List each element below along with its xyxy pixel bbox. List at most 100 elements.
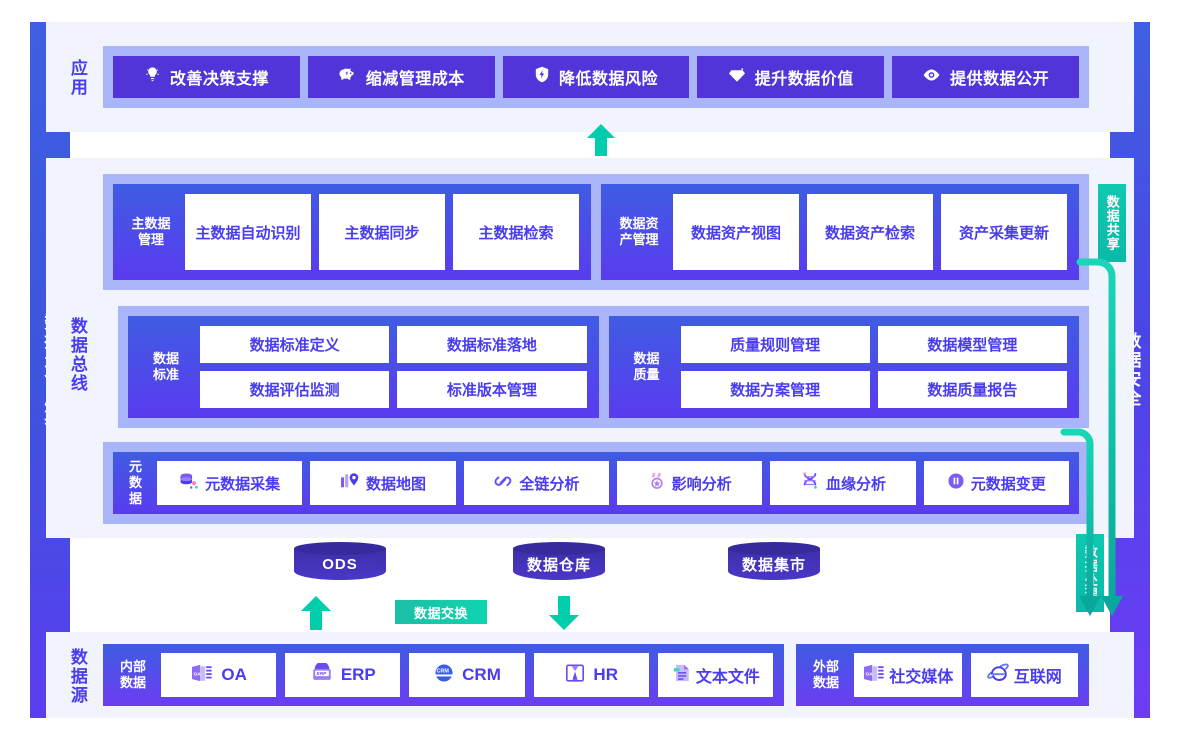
tile-data-asset-view[interactable]: 数据资产视图 xyxy=(673,194,799,270)
src-tile-text-file[interactable]: 文本文件 xyxy=(657,653,774,697)
src-tile-social-media[interactable]: OA 社交媒体 xyxy=(854,653,962,697)
src-tile-label: HR xyxy=(593,665,618,684)
hr-icon xyxy=(564,663,586,688)
svg-text:CRM: CRM xyxy=(437,668,450,674)
shield-icon xyxy=(534,66,550,88)
src-tile-crm[interactable]: CRM CRM xyxy=(409,653,525,697)
app-chip-label: 提供数据公开 xyxy=(950,71,1050,88)
external-data-source-group: 外部 数据 OA 社交媒体 互联网 xyxy=(796,644,1089,706)
tile-data-map[interactable]: 数据地图 xyxy=(310,461,456,505)
application-chip-band: 改善决策支撑 缩减管理成本 降低数据风险 提升数据价值 提供数据公开 xyxy=(103,46,1089,108)
tile-data-quality-report[interactable]: 数据质量报告 xyxy=(877,371,1067,408)
group-title: 数据 质量 xyxy=(633,350,660,382)
app-chip-data-openness[interactable]: 提供数据公开 xyxy=(892,56,1079,98)
app-chip-risk-reduction[interactable]: 降低数据风险 xyxy=(502,56,690,98)
svg-text:ERP: ERP xyxy=(316,671,327,677)
data-flow-arrows xyxy=(1060,250,1140,645)
external-data-title: 外部 数据 xyxy=(812,658,839,690)
app-chip-label: 降低数据风险 xyxy=(558,71,658,88)
tile-asset-collect-update[interactable]: 资产采集更新 xyxy=(941,194,1067,270)
application-layer-label: 应用 xyxy=(67,59,87,97)
cylinder-label: ODS xyxy=(322,555,358,573)
src-tile-hr[interactable]: HR xyxy=(533,653,649,697)
data-bus-layer-label: 数据总线 xyxy=(67,317,87,393)
group-metadata: 元数据 元数据采集 数据地图 全链分析 影响分析 xyxy=(113,452,1079,514)
src-tile-label: 互联网 xyxy=(1013,669,1062,686)
svg-text:OA: OA xyxy=(866,671,874,677)
tile-label: 血缘分析 xyxy=(825,475,886,493)
tile-label: 全链分析 xyxy=(519,475,580,493)
tile-metadata-collection[interactable]: 元数据采集 xyxy=(157,461,303,505)
group-title: 主数据 管理 xyxy=(131,215,171,247)
internal-data-title: 内部 数据 xyxy=(119,658,146,690)
tile-standard-definition[interactable]: 数据标准定义 xyxy=(200,326,390,363)
lightbulb-icon xyxy=(144,66,161,88)
tile-data-assessment-monitor[interactable]: 数据评估监测 xyxy=(200,371,390,408)
tile-standard-implementation[interactable]: 数据标准落地 xyxy=(397,326,587,363)
tile-metadata-change[interactable]: 元数据变更 xyxy=(923,461,1069,505)
group-data-asset-management: 数据资 产管理 数据资产视图 数据资产检索 资产采集更新 xyxy=(601,184,1079,280)
cylinder-top xyxy=(294,542,386,555)
internet-explorer-icon xyxy=(986,663,1011,688)
change-circle-icon xyxy=(947,472,965,494)
standard-and-quality-group-band: 数据 标准 数据标准定义 数据标准落地 数据评估监测 标准版本管理 数据 质量 … xyxy=(118,306,1089,428)
tile-data-model-management[interactable]: 数据模型管理 xyxy=(877,326,1067,363)
cylinder-label: 数据集市 xyxy=(741,556,806,574)
tile-lineage-analysis[interactable]: 血缘分析 xyxy=(770,461,916,505)
app-chip-cost-reduction[interactable]: 缩减管理成本 xyxy=(307,56,495,98)
group-title: 元数据 xyxy=(128,458,143,507)
group-title: 数据资 产管理 xyxy=(619,215,659,247)
data-quality-tile-grid: 质量规则管理 数据模型管理 数据方案管理 数据质量报告 xyxy=(680,326,1067,408)
data-standard-tile-grid: 数据标准定义 数据标准落地 数据评估监测 标准版本管理 xyxy=(200,326,587,408)
tile-data-scheme-management[interactable]: 数据方案管理 xyxy=(680,371,870,408)
diamond-icon xyxy=(728,67,746,88)
metadata-group-band: 元数据 元数据采集 数据地图 全链分析 影响分析 xyxy=(103,442,1089,524)
app-chip-label: 缩减管理成本 xyxy=(365,71,465,88)
master-and-asset-group-band: 主数据 管理 主数据自动识别 主数据同步 主数据检索 数据资 产管理 数据资产视… xyxy=(103,174,1089,290)
social-media-icon: OA xyxy=(862,663,886,688)
map-pin-icon xyxy=(340,472,360,494)
tile-impact-analysis[interactable]: 影响分析 xyxy=(616,461,763,505)
storage-cylinder-ods[interactable]: ODS xyxy=(294,542,386,584)
src-tile-label: CRM xyxy=(462,665,501,684)
storage-cylinder-data-mart[interactable]: 数据集市 xyxy=(728,542,820,584)
app-chip-data-value[interactable]: 提升数据价值 xyxy=(697,56,885,98)
tile-data-asset-search[interactable]: 数据资产检索 xyxy=(807,194,933,270)
tile-standard-version-management[interactable]: 标准版本管理 xyxy=(397,371,587,408)
group-data-quality: 数据 质量 质量规则管理 数据模型管理 数据方案管理 数据质量报告 xyxy=(608,316,1079,418)
data-source-layer-label: 数据源 xyxy=(67,647,87,705)
link-chain-icon xyxy=(493,472,513,494)
tile-label: 元数据采集 xyxy=(205,475,281,493)
oa-icon: OA xyxy=(190,663,214,688)
storage-cylinder-data-warehouse[interactable]: 数据仓库 xyxy=(513,542,605,584)
data-exchange-badge: 数据交换 xyxy=(395,600,487,624)
text-file-icon xyxy=(671,663,693,688)
flow-arrow-down-to-source xyxy=(548,596,580,635)
tile-label: 元数据变更 xyxy=(970,475,1046,493)
cylinder-top xyxy=(513,542,605,555)
group-data-standard: 数据 标准 数据标准定义 数据标准落地 数据评估监测 标准版本管理 xyxy=(128,316,599,418)
group-title: 数据 标准 xyxy=(152,350,179,382)
tile-master-data-sync[interactable]: 主数据同步 xyxy=(319,194,445,270)
dna-icon xyxy=(800,472,820,494)
group-master-data-management: 主数据 管理 主数据自动识别 主数据同步 主数据检索 xyxy=(113,184,591,280)
crm-icon: CRM xyxy=(433,663,455,688)
app-chip-label: 改善决策支撑 xyxy=(169,71,269,88)
src-tile-label: ERP xyxy=(340,665,376,684)
src-tile-label: 文本文件 xyxy=(695,669,760,686)
app-chip-decision-support[interactable]: 改善决策支撑 xyxy=(113,56,300,98)
tile-master-data-auto-recognition[interactable]: 主数据自动识别 xyxy=(185,194,311,270)
src-tile-label: OA xyxy=(221,665,247,684)
tile-label: 数据地图 xyxy=(365,475,426,493)
cylinder-label: 数据仓库 xyxy=(526,556,591,574)
src-tile-internet[interactable]: 互联网 xyxy=(970,653,1078,697)
src-tile-erp[interactable]: ERP ERP xyxy=(285,653,401,697)
app-chip-label: 提升数据价值 xyxy=(754,71,854,88)
tile-quality-rule-management[interactable]: 质量规则管理 xyxy=(680,326,870,363)
flow-arrow-up-from-source xyxy=(300,596,332,635)
src-tile-oa[interactable]: OA OA xyxy=(161,653,277,697)
tile-full-chain-analysis[interactable]: 全链分析 xyxy=(463,461,609,505)
cylinder-top xyxy=(728,542,820,555)
flow-arrow-up-to-application xyxy=(586,124,616,161)
tile-master-data-search[interactable]: 主数据检索 xyxy=(453,194,579,270)
